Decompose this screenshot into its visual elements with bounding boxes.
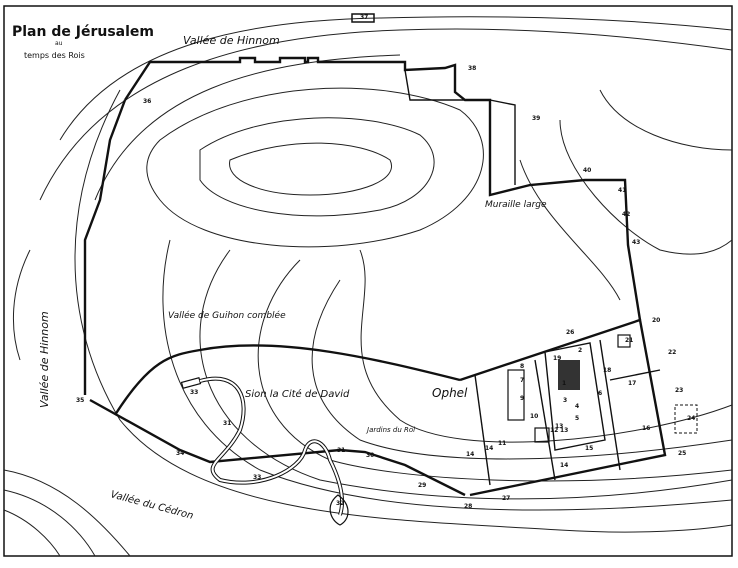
marker-43: 43	[632, 239, 640, 246]
city-walls	[83, 56, 667, 497]
label-hinnom-top: Vallée de Hinnom	[183, 34, 280, 47]
marker-33: 33	[253, 474, 261, 481]
temple-complex	[180, 13, 698, 486]
marker-28: 28	[464, 503, 472, 510]
marker-6: 6	[598, 390, 602, 397]
marker-25: 25	[678, 450, 686, 457]
marker-38: 38	[468, 65, 476, 72]
marker-12: 12	[550, 427, 558, 434]
marker-2: 2	[578, 347, 582, 354]
marker-11: 11	[498, 440, 506, 447]
marker-9: 9	[520, 395, 524, 402]
marker-14: 14	[560, 462, 568, 469]
label-guihon: Vallée de Guihon comblée	[168, 310, 286, 321]
marker-31: 31	[223, 420, 231, 427]
marker-26: 26	[566, 329, 574, 336]
marker-40: 40	[583, 167, 591, 174]
marker-39: 39	[532, 115, 540, 122]
marker-27: 27	[502, 495, 510, 502]
contour-lines	[3, 16, 733, 557]
marker-16: 16	[642, 425, 650, 432]
marker-1: 1	[562, 380, 566, 387]
label-jardins: Jardins du Roi	[365, 426, 415, 434]
marker-17: 17	[628, 380, 636, 387]
marker-33: 33	[190, 389, 198, 396]
aqueduct	[199, 376, 349, 526]
marker-8: 8	[520, 363, 524, 370]
map-title: Plan de Jérusalem au temps des Rois	[12, 24, 154, 60]
marker-24: 24	[687, 415, 695, 422]
marker-31: 31	[337, 447, 345, 454]
marker-30: 30	[366, 452, 374, 459]
marker-13: 13	[555, 423, 563, 430]
marker-7: 7	[520, 377, 524, 384]
marker-3: 3	[563, 397, 567, 404]
label-hinnom-left: Vallée de Hinnom	[38, 311, 51, 408]
marker-20: 20	[652, 317, 660, 324]
marker-15: 15	[585, 445, 593, 452]
marker-19: 19	[553, 355, 561, 362]
marker-42: 42	[622, 211, 630, 218]
marker-4: 4	[575, 403, 579, 410]
marker-35: 35	[76, 397, 84, 404]
marker-23: 23	[675, 387, 683, 394]
marker-22: 22	[668, 349, 676, 356]
marker-37: 37	[360, 14, 368, 21]
label-cedron: Vallée du Cédron	[109, 488, 194, 522]
title-line2: au	[55, 40, 63, 47]
marker-41: 41	[618, 187, 626, 194]
marker-32: 32	[336, 500, 344, 507]
marker-29: 29	[418, 482, 426, 489]
marker-5: 5	[575, 415, 579, 422]
label-sion: Sion la Cité de David	[245, 388, 350, 400]
title-line1: Plan de Jérusalem	[12, 24, 154, 40]
marker-13: 13	[560, 427, 568, 434]
marker-14: 14	[466, 451, 474, 458]
marker-34: 34	[176, 450, 184, 457]
title-line3: temps des Rois	[24, 51, 85, 60]
map-frame	[3, 5, 733, 557]
label-muraille: Muraille large	[485, 200, 547, 210]
marker-36: 36	[143, 98, 151, 105]
marker-21: 21	[625, 337, 633, 344]
label-ophel: Ophel	[432, 386, 468, 400]
marker-10: 10	[530, 413, 538, 420]
marker-18: 18	[603, 367, 611, 374]
marker-14: 14	[485, 445, 493, 452]
